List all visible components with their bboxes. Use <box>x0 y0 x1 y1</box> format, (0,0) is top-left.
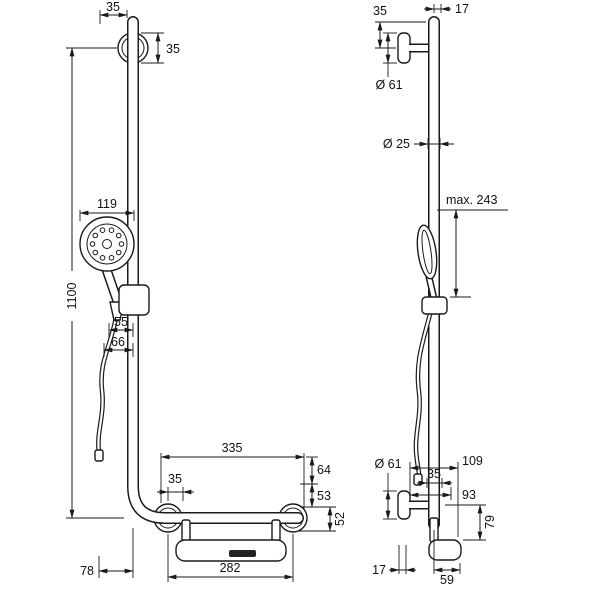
dim-label-rail-height: 1100 <box>65 283 79 310</box>
nozzle-ring <box>89 227 125 261</box>
dim-rail-diameter: Ø 25 <box>383 137 454 151</box>
l-shaped-rail <box>127 16 304 524</box>
hose-side <box>413 311 433 486</box>
dim-drop-to-bar: 53 <box>300 483 336 508</box>
dim-handshower-diameter: 119 <box>79 197 135 221</box>
dim-drop-to-hook: 64 <box>300 456 331 485</box>
wall-plate-top <box>397 32 411 64</box>
dim-horizontal-bar-length: 335 <box>160 441 305 509</box>
dim-rosette-spacing: 282 <box>167 534 294 582</box>
dim-label-shelf-projection: 59 <box>440 573 454 587</box>
dim-label-top-bracket-drop: 35 <box>166 42 180 56</box>
dim-rail-height: 1100 <box>64 47 124 519</box>
handshower-side <box>416 224 448 315</box>
dim-label-bottom-wall-offset: 17 <box>372 563 386 577</box>
dim-label-corner-offset: 78 <box>80 564 94 578</box>
dim-top-drop: 35 <box>373 4 426 49</box>
front-product <box>79 16 308 562</box>
soap-shelf <box>175 519 287 562</box>
dim-label-top-offset: 35 <box>106 0 120 14</box>
dim-corner-offset: 78 <box>80 528 134 578</box>
dim-label-drop-to-bar: 53 <box>317 489 331 503</box>
dim-label-top-drop: 35 <box>373 4 387 18</box>
dim-label-rosette-spacing: 282 <box>220 561 241 575</box>
dim-label-bracket-height: 79 <box>483 515 497 529</box>
dim-label-hose-offset-outer: 66 <box>111 335 125 349</box>
dim-top-offset: 35 <box>99 0 128 24</box>
dim-top-wall-offset: 17 <box>424 2 469 16</box>
dim-top-flange-diameter: Ø 61 <box>375 32 403 92</box>
handshower <box>79 216 150 321</box>
dim-max-extension: max. 243 <box>437 193 508 298</box>
side-view: 35 17 Ø 61 <box>372 2 508 587</box>
front-dimensions: 35 35 119 1100 <box>64 0 347 582</box>
dim-label-max-extension: max. 243 <box>446 193 497 207</box>
dim-label-top-flange-diameter: Ø 61 <box>375 78 402 92</box>
dim-label-handshower-diameter: 119 <box>97 197 117 211</box>
wall-plate-bottom <box>397 490 411 520</box>
dim-drop-below-bar: 52 <box>298 506 347 532</box>
side-dimensions: 35 17 Ø 61 <box>372 2 508 587</box>
dim-bottom-flange-diameter: Ø 61 <box>374 457 402 520</box>
dim-label-hose-offset-inner: 55 <box>114 315 128 329</box>
dim-hose-offset-inner: 55 <box>108 315 134 337</box>
holder-side <box>421 296 448 315</box>
dim-label-drop-below-bar: 52 <box>333 512 347 526</box>
dim-label-rail-width-bottom: 35 <box>427 467 441 481</box>
dim-label-rail-diameter: Ø 25 <box>383 137 410 151</box>
front-view: 35 35 119 1100 <box>64 0 347 582</box>
dim-total-projection: 109 <box>409 454 483 537</box>
dim-bar-projection: 93 <box>409 487 476 502</box>
dim-label-top-wall-offset: 17 <box>455 2 469 16</box>
dim-rosette-inset: 35 <box>157 472 194 501</box>
dim-shelf-projection: 59 <box>433 530 461 587</box>
slider-holder <box>118 284 150 316</box>
dim-label-bottom-flange-diameter: Ø 61 <box>374 457 401 471</box>
dim-label-horizontal-bar-length: 335 <box>222 441 243 455</box>
dim-bottom-wall-offset: 17 <box>372 545 416 577</box>
dim-top-bracket-drop: 35 <box>141 32 180 64</box>
dim-label-rosette-inset: 35 <box>168 472 182 486</box>
dim-rail-width-bottom: 35 <box>417 467 452 488</box>
dim-label-bar-projection: 93 <box>462 488 476 502</box>
dim-label-drop-to-hook: 64 <box>317 463 331 477</box>
side-product <box>397 16 462 561</box>
dim-label-total-projection: 109 <box>462 454 483 468</box>
dim-bracket-height: 79 <box>445 504 497 541</box>
dim-hose-offset-outer: 66 <box>103 335 134 357</box>
shower-hose <box>94 315 119 462</box>
